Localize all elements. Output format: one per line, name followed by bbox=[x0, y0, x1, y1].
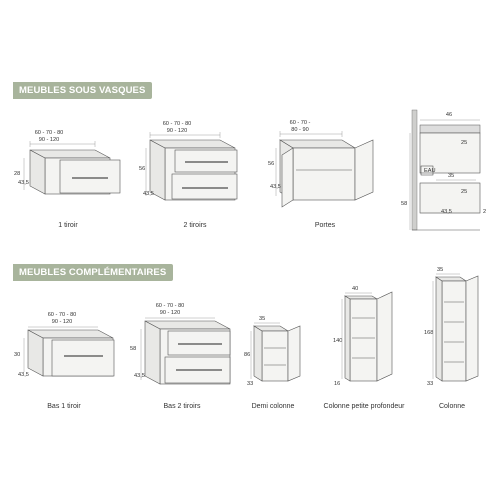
dim-a: 25 bbox=[461, 140, 467, 146]
dim-width-3: 60 - 70 - bbox=[290, 120, 311, 126]
drawing-bas-1-tiroir: 60 - 70 - 80 90 - 120 30 43,5 Bas 1 tiro… bbox=[14, 312, 115, 410]
dim-height-dc: 86 bbox=[244, 352, 250, 358]
dim-width-b2: 60 - 70 - 80 bbox=[156, 303, 185, 309]
dim-height-2: 56 bbox=[139, 166, 145, 172]
dim-b: 35 bbox=[448, 173, 454, 179]
caption-colonne-petite-profondeur: Colonne petite profondeur bbox=[324, 403, 406, 410]
dim-depth-1: 43,5 bbox=[18, 180, 29, 186]
dim-depth-dc: 33 bbox=[247, 381, 253, 387]
dim-width-1: 60 - 70 - 80 bbox=[35, 130, 64, 136]
dim-width-b2b: 90 - 120 bbox=[160, 310, 181, 316]
dim-top-depth: 46 bbox=[446, 112, 452, 118]
dim-section-height: 58 bbox=[401, 201, 407, 207]
dim-depth-b2: 43,5 bbox=[134, 373, 145, 379]
dim-depth-cpp: 16 bbox=[334, 381, 340, 387]
dim-width-2: 60 - 70 - 80 bbox=[163, 121, 192, 127]
drawing-colonne: 35 168 33 Colonne bbox=[424, 267, 479, 410]
drawing-portes: 60 - 70 - 80 - 90 56 43,5 Portes bbox=[268, 120, 374, 229]
drawing-bas-2-tiroirs: 60 - 70 - 80 90 - 120 58 43,5 Bas 2 tiro… bbox=[130, 303, 231, 410]
dim-depth-b1: 43,5 bbox=[18, 372, 29, 378]
dim-height-1: 28 bbox=[14, 171, 20, 177]
caption-bas-1-tiroir: Bas 1 tiroir bbox=[47, 403, 81, 410]
drawing-colonne-petite-profondeur: 40 140 16 Colonne petite profondeur bbox=[324, 286, 406, 410]
dim-width-col: 35 bbox=[437, 267, 443, 273]
label-eau: EAU bbox=[424, 168, 436, 174]
caption-demi-colonne: Demi colonne bbox=[252, 403, 295, 410]
dim-width-b1: 60 - 70 - 80 bbox=[48, 312, 77, 318]
dim-width-1b: 90 - 120 bbox=[39, 137, 60, 143]
dim-width-3b: 80 - 90 bbox=[291, 127, 308, 133]
dim-height-3: 56 bbox=[268, 161, 274, 167]
drawing-demi-colonne: 35 86 33 Demi colonne bbox=[244, 316, 301, 410]
dim-gap: 2 bbox=[483, 209, 486, 215]
dim-height-b2: 58 bbox=[130, 346, 136, 352]
section-title-vasques: MEUBLES SOUS VASQUES bbox=[13, 82, 153, 99]
caption-bas-2-tiroirs: Bas 2 tiroirs bbox=[164, 403, 201, 410]
drawing-1-tiroir: 60 - 70 - 80 90 - 120 28 43,5 1 tiroir bbox=[14, 130, 121, 229]
dim-depth-col: 33 bbox=[427, 381, 433, 387]
dim-width-dc: 35 bbox=[259, 316, 265, 322]
section-title-complementaires: MEUBLES COMPLÉMENTAIRES bbox=[13, 264, 174, 281]
dim-height-cpp: 140 bbox=[333, 338, 342, 344]
dim-depth-2: 43,5 bbox=[143, 191, 154, 197]
caption-2-tiroirs: 2 tiroirs bbox=[184, 222, 207, 229]
dim-height-col: 168 bbox=[424, 330, 433, 336]
dim-width-2b: 90 - 120 bbox=[167, 128, 188, 134]
dim-bottom-depth: 43,5 bbox=[441, 209, 452, 215]
dim-width-cpp: 40 bbox=[352, 286, 358, 292]
dim-width-b1b: 90 - 120 bbox=[52, 319, 73, 325]
caption-portes: Portes bbox=[315, 222, 336, 229]
dim-c: 25 bbox=[461, 189, 467, 195]
caption-colonne: Colonne bbox=[439, 403, 465, 410]
dim-height-b1: 30 bbox=[14, 352, 20, 358]
caption-1-tiroir: 1 tiroir bbox=[58, 222, 78, 229]
dim-depth-3: 43,5 bbox=[270, 184, 281, 190]
drawing-2-tiroirs: 60 - 70 - 80 90 - 120 56 43,5 2 tiroirs bbox=[139, 121, 238, 229]
drawing-section-view: 46 25 EAU 35 25 58 43,5 2 bbox=[401, 109, 486, 231]
